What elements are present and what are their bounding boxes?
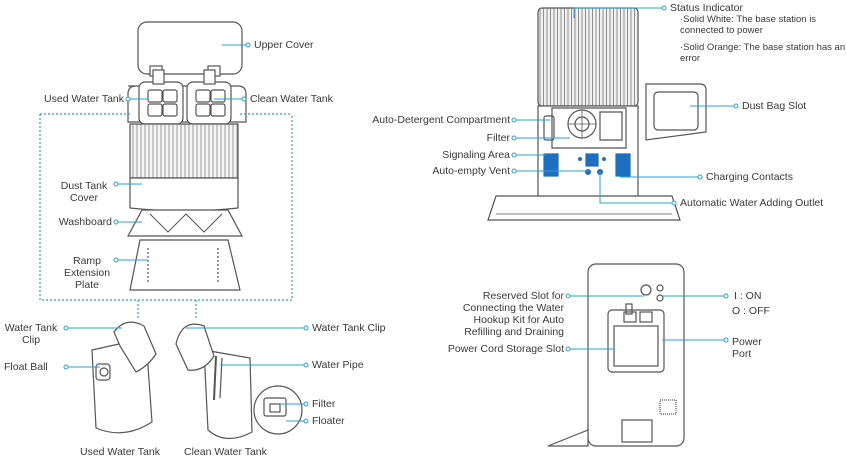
label-dust-tank-cover: Dust Tank Cover <box>60 180 108 204</box>
label-auto-water-outlet: Automatic Water Adding Outlet <box>680 197 824 209</box>
filter-zoom <box>253 385 303 435</box>
label-switch-on: I : ON <box>734 290 762 302</box>
label-washboard: Washboard <box>58 216 112 228</box>
label-ramp-extension-plate: Ramp Extension Plate <box>63 255 111 291</box>
caption-used-water-tank: Used Water Tank <box>80 446 160 458</box>
label-auto-empty-vent: Auto-empty Vent <box>432 165 510 177</box>
label-status-white: ·Solid White: The base station is connec… <box>680 14 817 36</box>
station-front-exploded <box>39 21 293 318</box>
label-dust-bag-slot: Dust Bag Slot <box>742 100 807 112</box>
station-back-view <box>547 263 685 447</box>
label-floater: Floater <box>312 415 345 427</box>
used-water-tank-part <box>138 81 184 125</box>
used-water-tank-open <box>91 321 157 434</box>
label-status-indicator: Status Indicator <box>670 2 743 14</box>
clean-water-tank-part <box>186 81 232 125</box>
washboard-part <box>126 209 244 237</box>
label-signaling-area: Signaling Area <box>442 149 510 161</box>
dust-tank-cover-part <box>129 177 239 212</box>
clean-water-tank-open <box>175 323 253 440</box>
label-filter-station: Filter <box>486 132 510 144</box>
label-clean-water-tank: Clean Water Tank <box>250 93 333 105</box>
label-reserved-slot: Reserved Slot for Connecting the Water H… <box>462 290 564 338</box>
signaling-area-part <box>543 153 559 177</box>
label-auto-detergent: Auto-Detergent Compartment <box>372 114 510 126</box>
label-water-tank-clip-right: Water Tank Clip <box>312 322 386 334</box>
label-used-water-tank: Used Water Tank <box>44 93 124 105</box>
label-power-cord-storage: Power Cord Storage Slot <box>447 343 564 355</box>
label-water-pipe: Water Pipe <box>312 359 364 371</box>
caption-clean-water-tank: Clean Water Tank <box>184 446 267 458</box>
label-switch-off: O : OFF <box>732 305 770 317</box>
station-front-view <box>487 7 707 221</box>
label-water-tank-clip-left: Water Tank Clip <box>4 322 58 346</box>
label-float-ball: Float Ball <box>4 361 48 373</box>
label-power-port: Power Port <box>732 336 762 360</box>
label-upper-cover: Upper Cover <box>254 39 314 51</box>
label-charging-contacts: Charging Contacts <box>706 171 793 183</box>
leader-lines <box>63 5 739 424</box>
label-filter-tank: Filter <box>312 398 336 410</box>
upper-cover-part <box>137 21 243 75</box>
ramp-part <box>129 239 241 291</box>
label-status-orange: ·Solid Orange: The base station has an e… <box>680 42 846 64</box>
